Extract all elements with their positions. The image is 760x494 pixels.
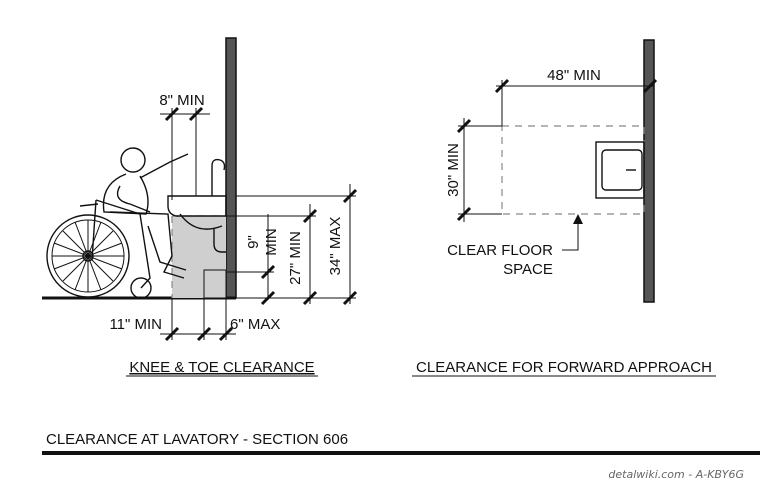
- side-wall: [225, 37, 237, 299]
- dim-30-min-label: 30" MIN: [445, 143, 462, 197]
- dimension-30-min: 30" MIN: [445, 118, 502, 222]
- dimension-48-min: 48" MIN: [494, 67, 658, 126]
- dimension-bottom: 11" MIN 6" MAX: [109, 298, 280, 342]
- lavatory-plan-icon: [595, 141, 645, 199]
- dim-11-min-label: 11" MIN: [109, 316, 162, 333]
- callout-line-2: SPACE: [503, 261, 553, 278]
- dimension-34-max: 34" MAX: [236, 184, 358, 306]
- knee-clearance-area: [172, 216, 226, 298]
- dim-27-min-label: 27" MIN: [287, 231, 304, 285]
- dim-34-max-label: 34" MAX: [327, 217, 344, 276]
- wheelchair-user-icon: [46, 147, 189, 299]
- watermark: detalwiki.com - A-KBY6G: [608, 468, 744, 481]
- dim-9-label: 9": [245, 235, 262, 249]
- faucet-icon: [211, 158, 226, 196]
- callout-line-1: CLEAR FLOOR: [447, 242, 553, 259]
- forward-approach-panel: 48" MIN 30" MIN CLEAR FLOOR SPACE CLEARA…: [412, 39, 716, 377]
- back-wall: [643, 39, 655, 303]
- dim-min-label: MIN: [263, 228, 280, 256]
- drain-pipe: [213, 228, 226, 253]
- drawing-title: CLEARANCE AT LAVATORY - SECTION 606: [46, 431, 348, 448]
- lavatory-fixture: [167, 158, 227, 299]
- forward-approach-caption: CLEARANCE FOR FORWARD APPROACH: [416, 359, 712, 376]
- clear-floor-callout: CLEAR FLOOR SPACE: [447, 214, 583, 278]
- dim-6-max-label: 6" MAX: [230, 316, 280, 333]
- knee-toe-clearance-panel: 8" MIN 9" MIN 27" MIN 34" MAX: [42, 37, 358, 377]
- footer: CLEARANCE AT LAVATORY - SECTION 606 deta…: [42, 431, 760, 481]
- clear-floor-space-area: [501, 125, 645, 215]
- dim-8-min-label: 8" MIN: [159, 92, 204, 109]
- knee-toe-caption: KNEE & TOE CLEARANCE: [129, 359, 314, 376]
- dimension-9-min: 9" MIN: [226, 214, 280, 306]
- dim-48-min-label: 48" MIN: [547, 67, 601, 84]
- dimension-8-min: 8" MIN: [159, 92, 210, 200]
